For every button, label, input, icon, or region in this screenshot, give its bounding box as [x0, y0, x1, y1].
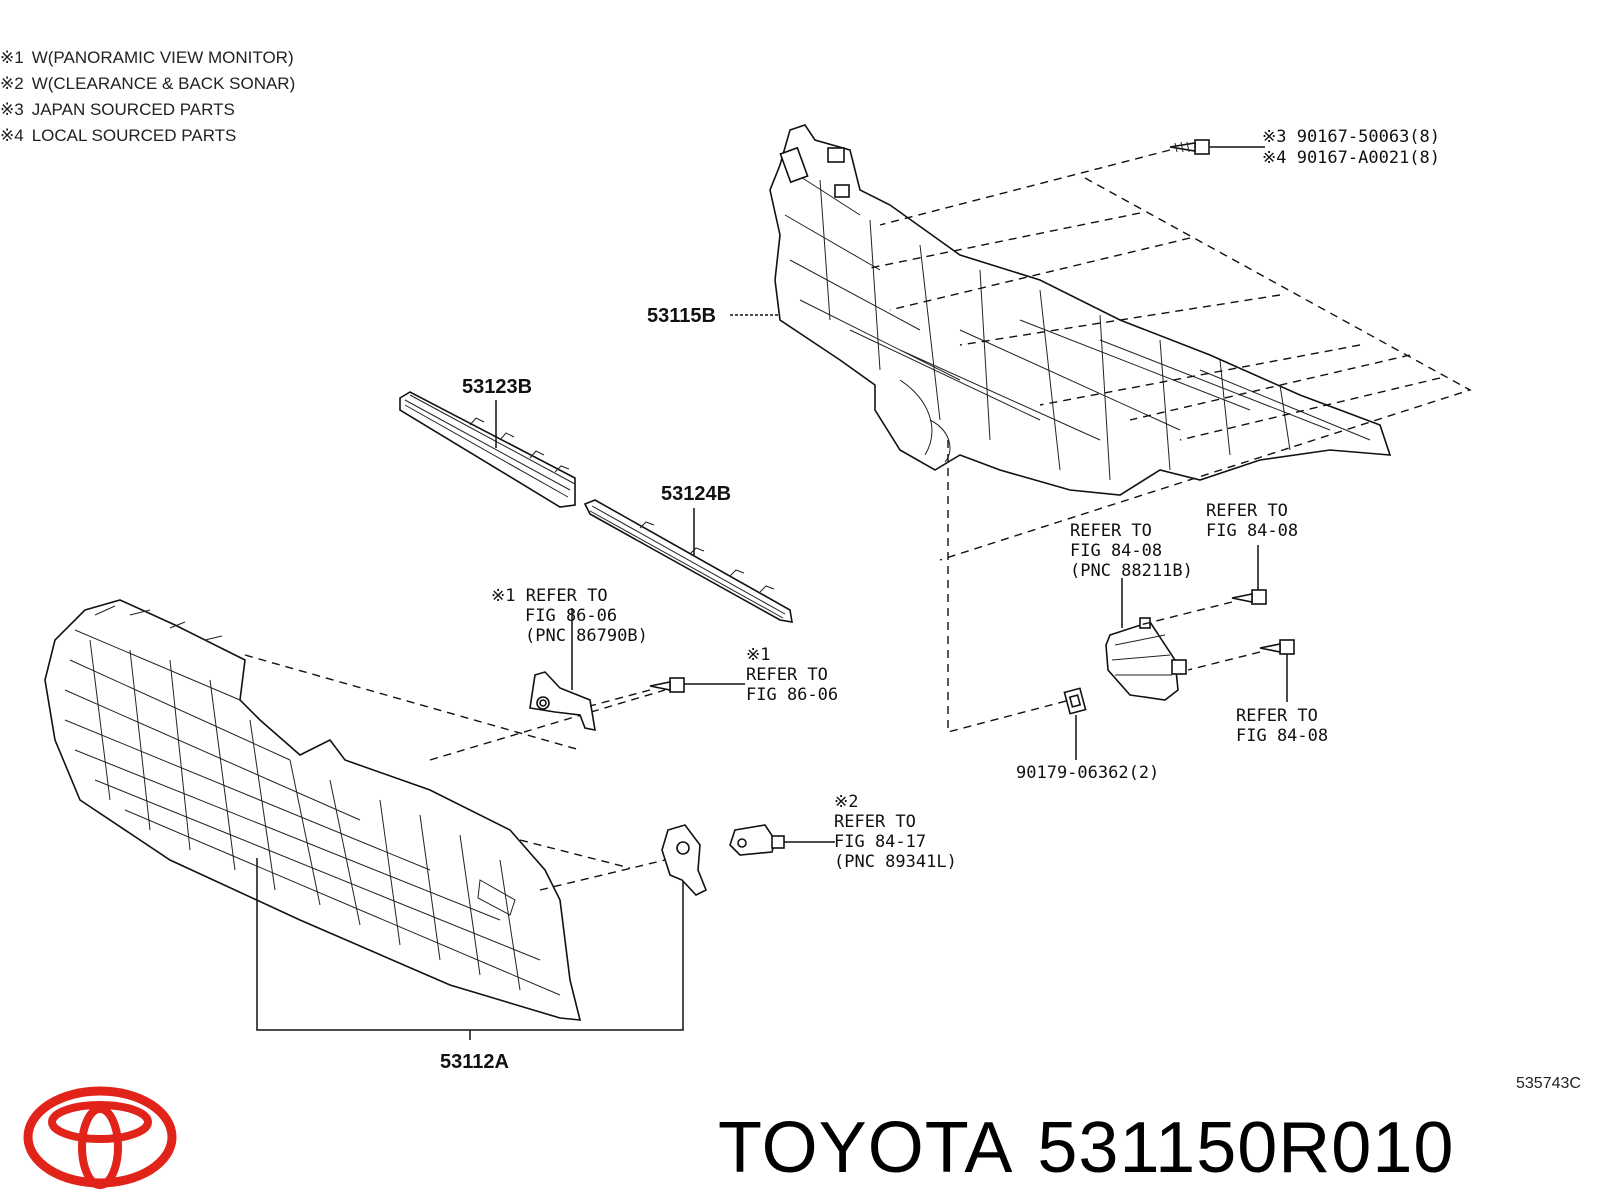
ref-bolt-upper-2: FIG 84-08	[1206, 521, 1298, 541]
label-nut: 90179-06362(2)	[1016, 763, 1159, 783]
label-bolt-japan: ※3 90167-50063(8)	[1262, 127, 1440, 147]
ref-camera-3: (PNC 86790B)	[525, 626, 648, 646]
ref-screw-3: FIG 86-06	[746, 685, 838, 705]
ref-screw-2: REFER TO	[746, 665, 828, 685]
ref-bolt-lower-1: REFER TO	[1236, 706, 1318, 726]
ref-camera-2: FIG 86-06	[525, 606, 617, 626]
sonar-bracket-icon[interactable]	[661, 824, 708, 896]
toyota-logo	[23, 1086, 177, 1189]
grille-molding-53123B[interactable]	[399, 391, 576, 508]
ref-module-1: REFER TO	[1070, 521, 1152, 541]
illustration-id: 535743C	[1516, 1075, 1581, 1092]
footer-part-number: 531150R010	[1037, 1108, 1454, 1188]
bolt-icon-top[interactable]	[1169, 139, 1210, 155]
label-53115B: 53115B	[647, 305, 716, 327]
label-53123B: 53123B	[462, 376, 532, 398]
label-bolt-local: ※4 90167-A0021(8)	[1262, 148, 1440, 168]
radiator-grille-53112A[interactable]	[44, 599, 582, 1021]
bolt-icon-module-upper[interactable]	[1231, 589, 1267, 605]
label-53112A: 53112A	[440, 1051, 509, 1073]
ref-sonar-1: ※2	[834, 792, 858, 812]
camera-bracket-icon[interactable]	[529, 671, 596, 732]
sonar-sensor-icon[interactable]	[729, 824, 785, 856]
ref-camera-1: ※1 REFER TO	[491, 586, 608, 606]
ref-sonar-2: REFER TO	[834, 812, 916, 832]
footer-brand: TOYOTA	[718, 1108, 1013, 1188]
bolt-icon-module-lower[interactable]	[1259, 639, 1295, 655]
grille-molding-53124B[interactable]	[583, 499, 793, 623]
ref-module-2: FIG 84-08	[1070, 541, 1162, 561]
ref-bolt-lower-2: FIG 84-08	[1236, 726, 1328, 746]
ref-screw-1: ※1	[746, 645, 770, 665]
ref-bolt-upper-1: REFER TO	[1206, 501, 1288, 521]
ref-sonar-3: FIG 84-17	[834, 832, 926, 852]
nut-icon[interactable]	[1063, 687, 1087, 715]
sensor-module-icon[interactable]	[1105, 617, 1187, 701]
screw-icon-camera[interactable]	[649, 677, 685, 693]
ref-module-3: (PNC 88211B)	[1070, 561, 1193, 581]
footer-brand-part: TOYOTA 531150R010	[718, 1108, 1454, 1188]
ref-sonar-4: (PNC 89341L)	[834, 852, 957, 872]
support-bracket-53115B[interactable]	[769, 124, 1392, 496]
label-53124B: 53124B	[661, 483, 731, 505]
